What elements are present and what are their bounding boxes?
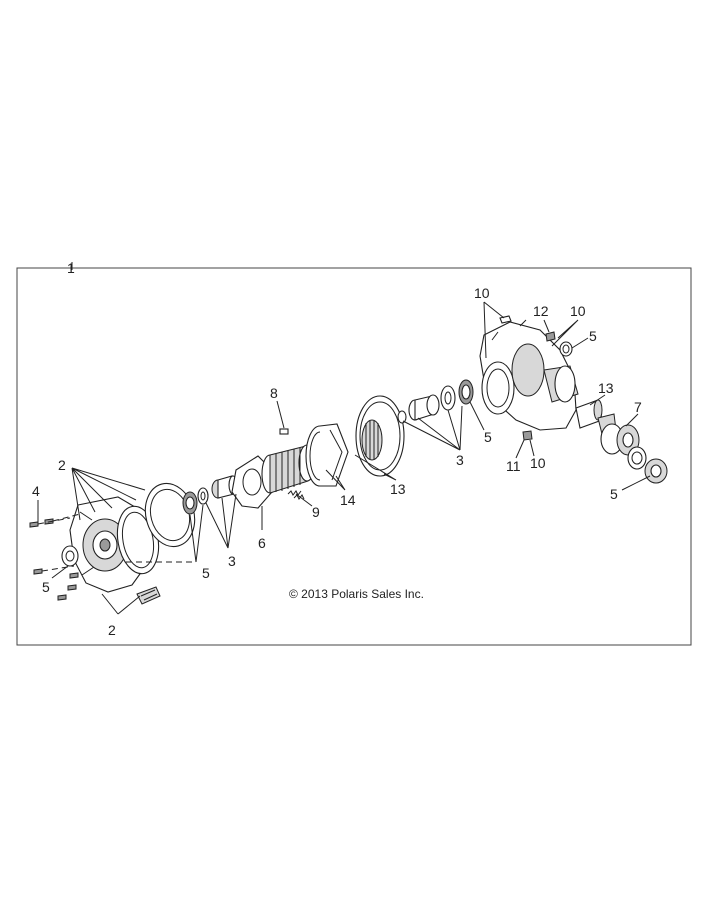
callout-9: 9 — [312, 504, 320, 520]
fill-plug-10 — [499, 315, 512, 324]
callout-13-pinion: 13 — [598, 380, 614, 396]
drain-plug-12 — [545, 331, 556, 342]
callout-8: 8 — [270, 385, 278, 401]
callout-13-ring: 13 — [390, 481, 406, 497]
cover-bolts — [29, 513, 81, 601]
callout-5-middle: 5 — [202, 565, 210, 581]
callout-10-top: 10 — [474, 285, 490, 301]
spacer-left — [197, 487, 209, 505]
callout-5-bottom-right: 5 — [610, 486, 618, 502]
pin-8 — [279, 428, 289, 435]
cover-seal — [61, 545, 79, 567]
bottom-plug-11 — [522, 430, 533, 441]
seal-left — [182, 491, 198, 515]
ring-gear — [355, 395, 405, 477]
copyright-notice: © 2013 Polaris Sales Inc. — [289, 587, 424, 601]
springs-9 — [287, 490, 305, 500]
callout-12: 12 — [533, 303, 549, 319]
callout-3-right: 3 — [456, 452, 464, 468]
callout-1: 1 — [67, 260, 75, 276]
gear-case — [479, 319, 579, 431]
seal-5-right — [627, 446, 668, 484]
callout-4: 4 — [32, 483, 40, 499]
callout-5-right-upper: 5 — [589, 328, 597, 344]
callout-11: 11 — [506, 458, 521, 474]
armature-ring-14 — [305, 423, 349, 487]
callout-labels: 1 2 2 4 5 5 3 6 8 9 14 13 3 5 10 12 10 5… — [32, 260, 642, 638]
callout-6: 6 — [258, 535, 266, 551]
callout-3-middle: 3 — [228, 553, 236, 569]
callout-5-right-middle: 5 — [484, 429, 492, 445]
oring-5-right — [559, 341, 573, 357]
callout-10-right: 10 — [570, 303, 586, 319]
callout-10-bottom: 10 — [530, 455, 546, 471]
callout-2-lower: 2 — [108, 622, 116, 638]
callout-7: 7 — [634, 399, 642, 415]
leader-lines — [37, 262, 651, 615]
callout-14: 14 — [340, 492, 356, 508]
diagram-frame — [16, 267, 692, 646]
bearings-right — [397, 379, 474, 424]
callout-2-upper: 2 — [58, 457, 66, 473]
callout-5-left: 5 — [42, 579, 50, 595]
bracket-plate — [136, 586, 161, 605]
